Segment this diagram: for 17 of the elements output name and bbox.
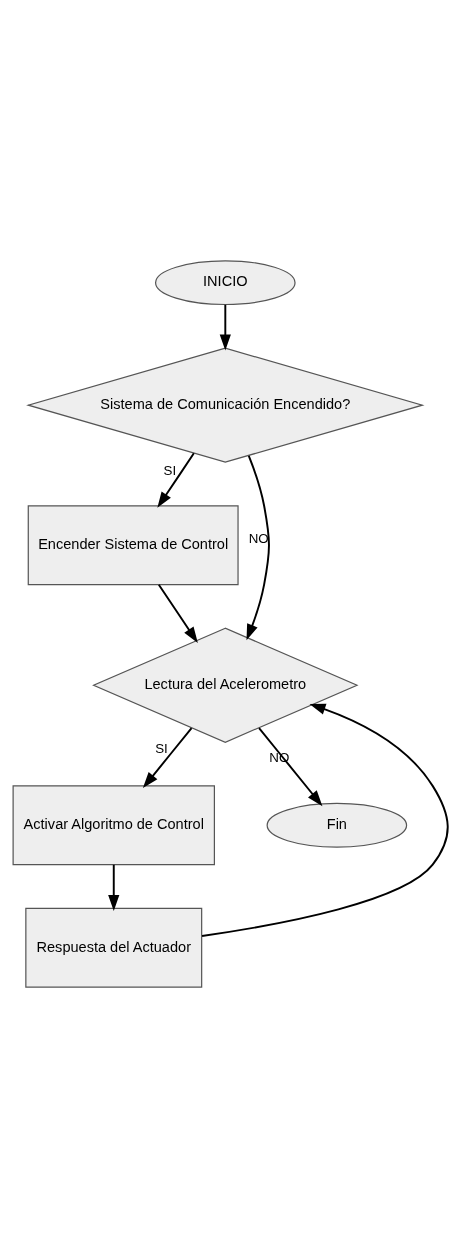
node-ellipse: INICIO xyxy=(155,260,296,306)
node-ellipse: Fin xyxy=(266,802,408,848)
arrow xyxy=(157,452,195,508)
arrow xyxy=(157,583,198,643)
node-box: Activar Algoritmo de Control xyxy=(12,785,215,866)
node-box: Respuesta del Actuador xyxy=(25,907,203,988)
arrow xyxy=(142,727,193,789)
arrow xyxy=(201,703,449,937)
node-diamond: Sistema de Comunicación Encendido? xyxy=(26,347,425,463)
edge-label: SI xyxy=(163,463,177,479)
arrow xyxy=(219,303,231,351)
edge-label: SI xyxy=(155,741,168,757)
edge-label: NO xyxy=(248,530,269,546)
node-box: Encender Sistema de Control xyxy=(27,505,239,586)
arrow xyxy=(108,863,120,912)
arrow xyxy=(246,454,270,641)
arrow xyxy=(258,727,323,807)
